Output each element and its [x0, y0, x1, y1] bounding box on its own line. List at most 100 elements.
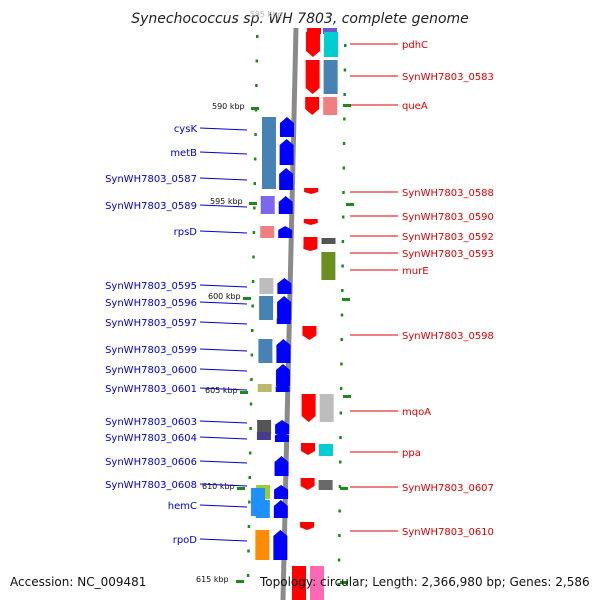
strand-arrow-SynWH7803_0587 [279, 168, 294, 190]
right-label-mqoA: mqoA [402, 407, 431, 418]
strand-arrow-SynWH7803_0595 [277, 278, 292, 294]
left-leader [199, 177, 248, 181]
left-leader [199, 504, 248, 508]
tick-mark-right [340, 581, 348, 584]
gene-feature-SynWH7803_0607 [318, 480, 333, 490]
strand-arrow-SynWH7803_0596 [277, 296, 292, 320]
strand-arrow-SynWH7803_0606 [274, 456, 289, 476]
ghost-tick-label: 585 kbp [250, 10, 283, 19]
topology-text: Topology: circular; Length: 2,366,980 bp… [259, 575, 590, 589]
left-leader [199, 538, 248, 542]
track-dot [249, 402, 253, 406]
left-leader [199, 436, 248, 440]
track-dot [344, 44, 347, 47]
left-label-SynWH7803_0604: SynWH7803_0604 [105, 433, 197, 444]
gene-feature-pdhC [323, 32, 338, 57]
left-label-SynWH7803_0608: SynWH7803_0608 [105, 480, 197, 491]
tick-mark-left [251, 107, 259, 110]
right-label-SynWH7803_0592: SynWH7803_0592 [402, 232, 494, 243]
gene-feature-murE [321, 252, 336, 280]
gene-blocks [251, 28, 338, 600]
track-dot [251, 329, 254, 332]
track-dot [255, 59, 259, 63]
strand-arrow-SynWH7803_0607 [300, 478, 315, 490]
tick-label-595: 595 kbp [210, 197, 243, 206]
track-dot [339, 436, 342, 439]
track-dot [250, 353, 254, 357]
left-leader [199, 301, 248, 305]
right-label-SynWH7803_0607: SynWH7803_0607 [402, 483, 494, 494]
strand-arrow-SynWH7803_0589 [278, 196, 293, 214]
tick-mark-right [340, 487, 348, 490]
left-label-SynWH7803_0599: SynWH7803_0599 [105, 345, 197, 356]
track-dot [343, 93, 346, 96]
left-label-SynWH7803_0600: SynWH7803_0600 [105, 365, 197, 376]
strand-arrow-SynWH7803_0600 [276, 364, 291, 386]
left-label-rpsD: rpsD [174, 227, 198, 238]
track-dot [341, 264, 344, 268]
left-leader [199, 151, 248, 155]
left-leader [199, 387, 248, 391]
left-label-SynWH7803_0603: SynWH7803_0603 [105, 417, 197, 428]
gene-feature-cysK [261, 117, 276, 189]
track-dot [246, 574, 250, 577]
left-label-SynWH7803_0595: SynWH7803_0595 [105, 281, 197, 292]
gene-feature-bottom [292, 566, 306, 600]
left-leader [199, 460, 248, 464]
axis-dots [246, 35, 347, 586]
tick-mark-right [343, 104, 351, 107]
gene-feature-SynWH7803_0599 [258, 339, 273, 363]
track-dot [341, 289, 344, 292]
track-dot [343, 117, 346, 121]
left-label-cysK: cysK [174, 124, 198, 135]
strand-arrow-SynWH7803_0590 [303, 219, 318, 225]
track-dot [339, 411, 343, 415]
map-title: Synechococcus sp. WH 7803, complete geno… [131, 11, 469, 27]
left-label-SynWH7803_0606: SynWH7803_0606 [105, 457, 197, 468]
left-label-rpoD: rpoD [173, 535, 198, 546]
track-dot [252, 255, 255, 259]
right-label-SynWH7803_0583: SynWH7803_0583 [402, 72, 494, 83]
track-dot [252, 231, 256, 234]
left-leader [199, 420, 248, 424]
strand-arrow-SynWH7803_0598 [302, 326, 317, 340]
left-leader [199, 348, 248, 352]
gene-feature-SynWH7803_0603 [257, 420, 272, 434]
strand-arrow-mqoA [301, 394, 316, 422]
tick-mark-right [342, 298, 350, 301]
left-label-metB: metB [170, 148, 197, 159]
track-dot [343, 68, 347, 72]
gene-feature-SynWH7803_0589 [260, 196, 275, 214]
gene-labels: cysKmetBSynWH7803_0587SynWH7803_0589rpsD… [105, 40, 494, 546]
track-dot [256, 35, 259, 38]
strand-arrow-SynWH7803_0588 [304, 188, 319, 194]
track-dot [338, 534, 341, 537]
accession-text: Accession: NC_009481 [10, 575, 146, 589]
track-dot [248, 451, 252, 455]
right-label-queA: queA [402, 101, 428, 112]
left-label-SynWH7803_0597: SynWH7803_0597 [105, 318, 197, 329]
tick-label-615: 615 kbp [196, 575, 229, 584]
track-dot [338, 485, 342, 488]
tick-label-610: 610 kbp [202, 482, 235, 491]
strand-arrow-SynWH7803_0583 [305, 60, 320, 94]
left-label-SynWH7803_0596: SynWH7803_0596 [105, 298, 197, 309]
left-leader [199, 483, 248, 487]
gene-feature-rpsD [260, 226, 275, 238]
track-dot [251, 304, 254, 308]
track-dot [340, 362, 343, 366]
track-dot [339, 387, 343, 390]
track-dot [337, 558, 341, 562]
tick-mark-left [237, 487, 245, 490]
track-dot [342, 166, 346, 170]
left-label-hemC: hemC [168, 501, 197, 512]
right-label-murE: murE [402, 266, 429, 277]
strand-arrow-SynWH7803_0604 [274, 432, 289, 442]
tick-label-590: 590 kbp [212, 102, 245, 111]
gene-feature-top [323, 28, 337, 34]
strand-arrow-pdhC [305, 32, 320, 57]
strand-arrow-queA [305, 97, 320, 115]
gene-feature-SynWH7803_0596 [259, 296, 274, 320]
right-label-SynWH7803_0590: SynWH7803_0590 [402, 212, 494, 223]
